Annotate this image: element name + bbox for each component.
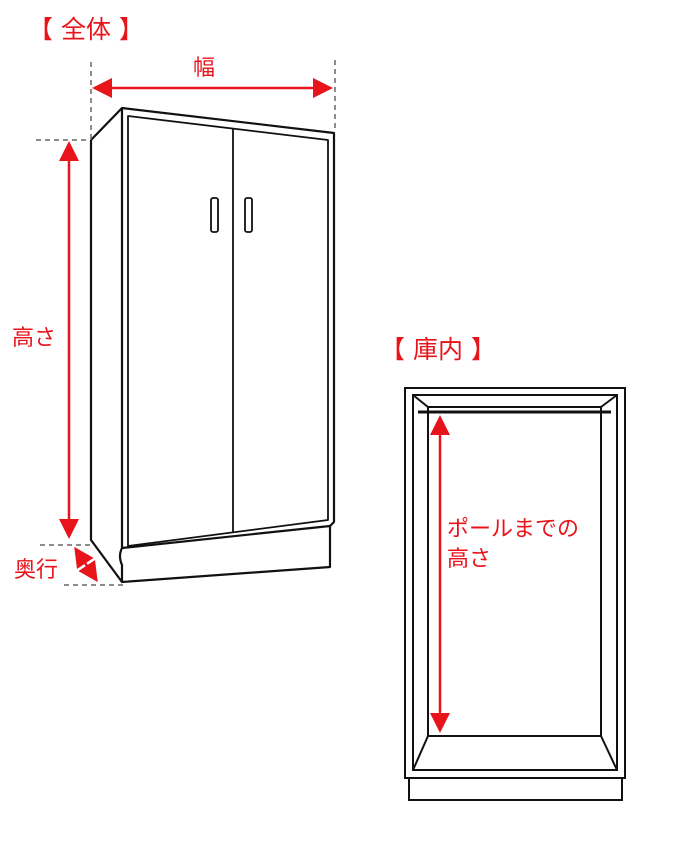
dimension-arrows bbox=[59, 78, 333, 583]
cabinet-drawing bbox=[89, 106, 336, 584]
depth-label: 奥行 bbox=[14, 558, 59, 583]
door-handle-right bbox=[244, 197, 253, 233]
pole-height-label-line2: 高さ bbox=[447, 547, 492, 572]
door-handle-left bbox=[210, 197, 219, 233]
interior-drawing bbox=[404, 387, 626, 801]
interior-title: 【 庫内 】 bbox=[380, 335, 496, 364]
pole-height-label-line1: ポールまでの bbox=[447, 517, 580, 542]
depth-arrow bbox=[74, 546, 98, 583]
dimension-guides bbox=[36, 60, 336, 586]
width-label: 幅 bbox=[193, 56, 216, 81]
overall-title: 【 全体 】 bbox=[28, 15, 144, 44]
height-label: 高さ bbox=[12, 326, 57, 351]
